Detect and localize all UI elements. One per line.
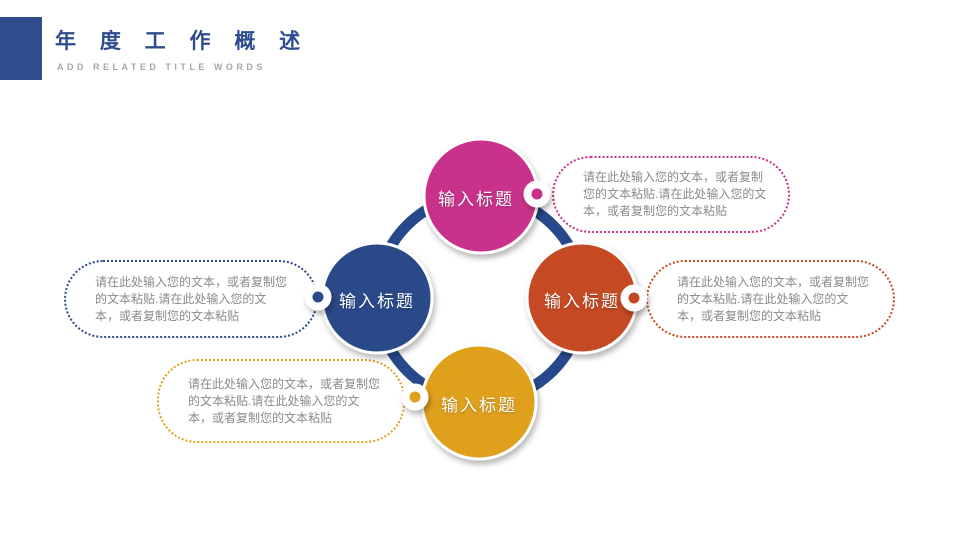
page-title: 年 度 工 作 概 述 [55, 30, 310, 53]
connector-dot-bottom [409, 391, 421, 403]
callout-left: 请在此处输入您的文本，或者复制您的文本粘贴.请在此处输入您的文本，或者复制您的文… [64, 260, 318, 338]
callout-right: 请在此处输入您的文本，或者复制您的文本粘贴.请在此处输入您的文本，或者复制您的文… [646, 260, 895, 338]
node-label-right: 输入标题 [544, 292, 620, 311]
node-label-top: 输入标题 [438, 190, 514, 209]
page-subtitle: ADD RELATED TITLE WORDS [57, 62, 266, 72]
callout-left-text: 请在此处输入您的文本，或者复制您的文本粘贴.请在此处输入您的文本，或者复制您的文… [95, 274, 288, 323]
connector-dot-right [628, 292, 640, 304]
callout-bottom-text: 请在此处输入您的文本，或者复制您的文本粘贴.请在此处输入您的文本，或者复制您的文… [188, 376, 381, 425]
node-label-bottom: 输入标题 [441, 396, 517, 415]
connector-dot-top [531, 188, 543, 200]
connector-dot-left [312, 291, 324, 303]
callout-right-text: 请在此处输入您的文本，或者复制您的文本粘贴.请在此处输入您的文本，或者复制您的文… [677, 274, 870, 323]
callout-top: 请在此处输入您的文本，或者复制您的文本粘贴.请在此处输入您的文本，或者复制您的文… [552, 156, 790, 233]
header-accent-square [0, 17, 42, 80]
callout-top-text: 请在此处输入您的文本，或者复制您的文本粘贴.请在此处输入您的文本，或者复制您的文… [583, 170, 767, 218]
node-label-left: 输入标题 [339, 292, 415, 311]
